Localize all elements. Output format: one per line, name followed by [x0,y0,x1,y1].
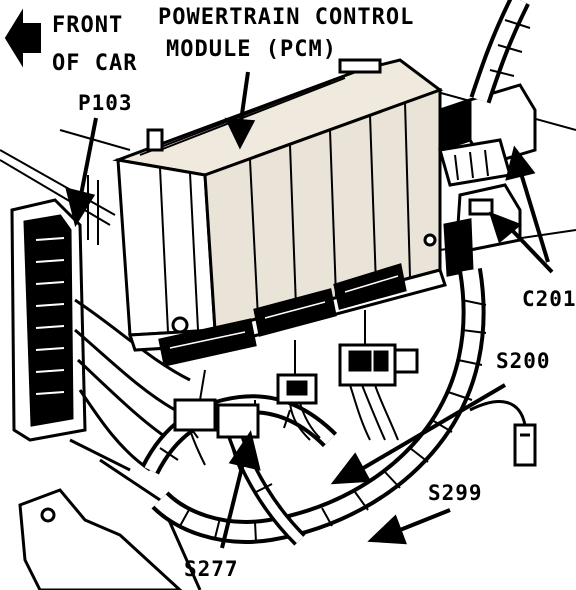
pcm-module [112,58,447,367]
pcm-label-line2: MODULE (PCM) [166,37,337,62]
pcm-label-line1: POWERTRAIN CONTROL [158,5,414,30]
front-of-car-label-line2: OF CAR [52,51,137,76]
c201-arrowhead-upper-icon [505,145,536,181]
pcm-arrowhead-icon [224,117,256,150]
s200-arrowhead-icon [330,452,372,485]
p103-label: P103 [78,91,133,115]
leader-arrows [65,71,554,549]
s299-arrowhead-icon [367,514,407,545]
s299-label: S299 [428,481,483,505]
s200-pigtail [469,400,537,467]
c201-label: C201 [522,287,576,311]
p103-arrowhead-icon [65,187,96,228]
c201-arrowhead-lower-icon [488,211,522,244]
c201-upper-connector [438,83,537,187]
s277-arrowhead-icon [228,430,261,471]
p103-connector [10,198,87,442]
s277-label: S277 [184,557,239,581]
front-of-car-label-line1: FRONT [52,13,123,38]
s200-label: S200 [496,349,551,373]
main-wire-harness [151,0,531,544]
pcm-lower-connectors [173,310,419,471]
arrow-left-icon [4,8,41,68]
